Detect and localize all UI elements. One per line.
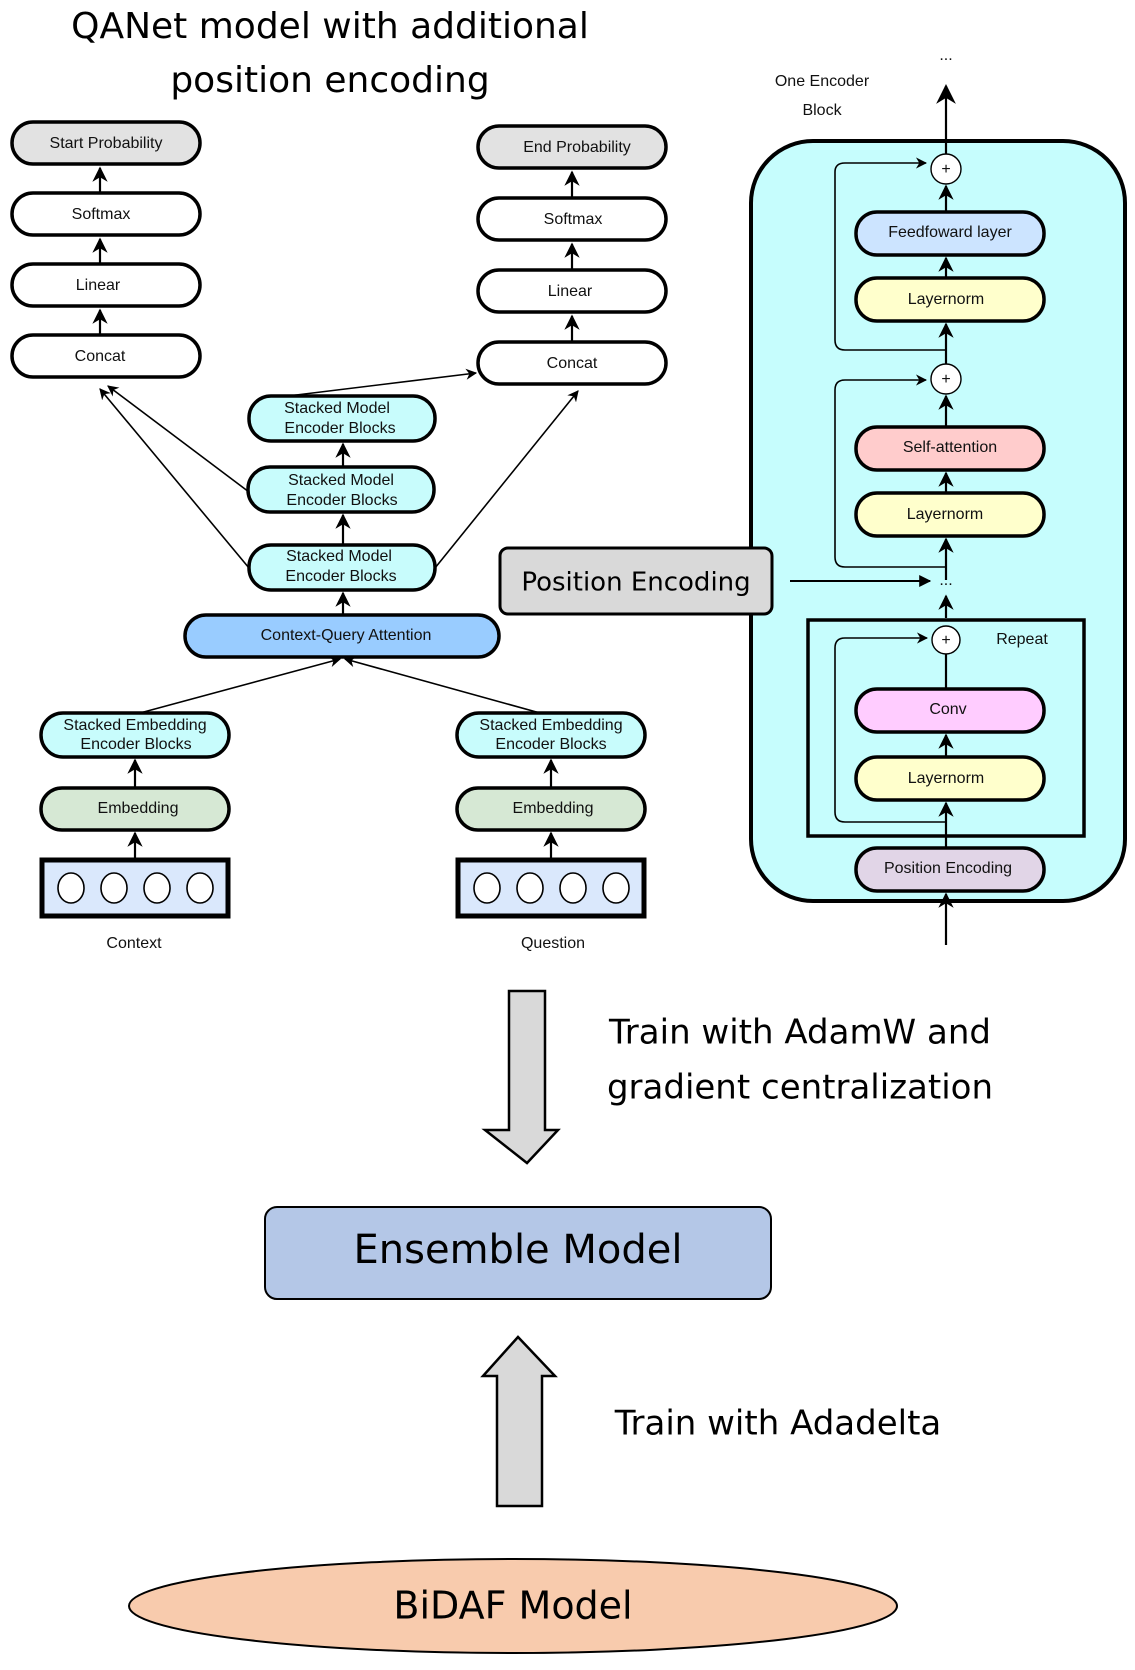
model-encoder-stack: Stacked Model Encoder Blocks Stacked Mod… [246, 394, 437, 615]
question-embedding-label: Embedding [513, 800, 594, 817]
bidaf-model-node [128, 1558, 898, 1654]
encoder-block-title-line1: One Encoder [775, 73, 870, 90]
arrow-bottom-to-right-concat [434, 390, 579, 569]
left-concat-node [10, 333, 202, 379]
question-embedding-node [455, 786, 647, 832]
left-output-stack: Start Probability Softmax Linear Concat [10, 120, 202, 379]
context-embedding-node [39, 786, 231, 832]
question-branch: Stacked Embedding Encoder Blocks Embeddi… [455, 711, 647, 952]
context-embedding-encoder-node [39, 711, 231, 759]
position-encoding-label: Position Encoding [521, 568, 750, 598]
position-encoding-inner-label: Position Encoding [884, 860, 1012, 877]
arrow-bottom-to-left-concat [99, 388, 250, 569]
model-encoder-node-top [247, 394, 437, 443]
question-encoder-line2: Encoder Blocks [495, 736, 606, 753]
context-label: Context [106, 935, 162, 952]
right-linear-node [476, 268, 668, 314]
arrow-top-to-right-concat [287, 368, 478, 397]
residual-add-icon [930, 153, 962, 185]
model-encoder-top-line1: Stacked Model [284, 400, 390, 417]
left-linear-label: Linear [76, 277, 121, 294]
encoder-block-diagram: ... One Encoder Block + Feedfoward layer… [749, 47, 1127, 945]
arrow-question-to-attention [343, 656, 541, 714]
context-token-circle [100, 872, 128, 904]
plus-symbol: + [941, 161, 950, 178]
model-encoder-bottom-line1: Stacked Model [286, 548, 392, 565]
right-output-stack: End Probability Softmax Linear Concat [476, 124, 668, 386]
right-linear-label: Linear [548, 283, 593, 300]
context-query-attention-node [183, 613, 501, 659]
left-linear-node [10, 262, 202, 308]
mid-ellipsis: ... [939, 572, 952, 589]
position-encoding-inner-node [854, 846, 1046, 893]
repeat-label: Repeat [996, 631, 1048, 648]
layernorm-conv-label: Layernorm [908, 770, 984, 787]
up-arrow-icon [480, 1335, 558, 1508]
context-query-attention-label: Context-Query Attention [261, 627, 432, 644]
plus-symbol: + [941, 371, 950, 388]
start-probability-node [10, 120, 202, 166]
question-encoder-line1: Stacked Embedding [479, 717, 622, 734]
end-probability-node [476, 124, 668, 170]
bidaf-training-label: Train with Adadelta [614, 1404, 942, 1444]
context-token-circle [143, 872, 171, 904]
question-label: Question [521, 935, 585, 952]
context-token-circle [186, 872, 214, 904]
right-concat-label: Concat [547, 355, 598, 372]
encoder-block-title-line2: Block [802, 102, 842, 119]
context-encoder-line1: Stacked Embedding [63, 717, 206, 734]
start-probability-label: Start Probability [50, 135, 163, 152]
skip-connection-sa [834, 374, 946, 568]
title-line2: position encoding [170, 60, 489, 101]
right-softmax-label: Softmax [544, 211, 603, 228]
question-token-circle [602, 872, 630, 904]
layernorm-sa-node [854, 491, 1046, 538]
arrow-context-to-attention [139, 656, 342, 714]
skip-connection-conv [834, 632, 946, 823]
left-softmax-node [10, 191, 202, 237]
down-arrow-icon [481, 989, 561, 1165]
qanet-training-label-line1: Train with AdamW and [608, 1013, 991, 1053]
ensemble-model-node [264, 1206, 772, 1300]
question-token-circle [473, 872, 501, 904]
left-concat-label: Concat [75, 348, 126, 365]
question-token-circle [516, 872, 544, 904]
context-branch: Stacked Embedding Encoder Blocks Embeddi… [39, 711, 231, 952]
top-ellipsis: ... [939, 47, 952, 64]
layernorm-ff-label: Layernorm [908, 291, 984, 308]
residual-add-icon [930, 363, 962, 395]
skip-connection-ff [834, 157, 946, 351]
feedforward-label: Feedfoward layer [888, 224, 1012, 241]
layernorm-sa-label: Layernorm [907, 506, 983, 523]
conv-label: Conv [929, 701, 966, 718]
context-embedding-label: Embedding [98, 800, 179, 817]
layernorm-conv-node [854, 755, 1046, 802]
position-encoding-box [498, 546, 774, 616]
left-softmax-label: Softmax [72, 206, 131, 223]
question-token-circle [559, 872, 587, 904]
right-concat-node [476, 340, 668, 386]
layernorm-ff-node [854, 276, 1046, 323]
self-attention-label: Self-attention [903, 439, 997, 456]
self-attention-node [854, 425, 1046, 472]
ensemble-model-label: Ensemble Model [354, 1227, 683, 1273]
arrow-middle-to-left-concat [107, 385, 250, 493]
question-embedding-encoder-node [455, 711, 647, 759]
context-encoder-line2: Encoder Blocks [80, 736, 191, 753]
qanet-training-label-line2: gradient centralization [607, 1068, 993, 1108]
model-encoder-middle-line2: Encoder Blocks [286, 492, 397, 509]
conv-node [854, 687, 1046, 734]
model-encoder-bottom-line2: Encoder Blocks [285, 568, 396, 585]
model-encoder-node-middle [246, 465, 436, 514]
model-encoder-middle-line1: Stacked Model [288, 472, 394, 489]
context-token-circle [57, 872, 85, 904]
right-softmax-node [476, 196, 668, 242]
title-line1: QANet model with additional [71, 6, 589, 47]
plus-symbol: + [941, 632, 950, 649]
model-encoder-top-line2: Encoder Blocks [284, 420, 395, 437]
bidaf-model-label: BiDAF Model [393, 1584, 632, 1628]
feedforward-node [854, 210, 1046, 257]
end-probability-label: End Probability [523, 139, 631, 156]
